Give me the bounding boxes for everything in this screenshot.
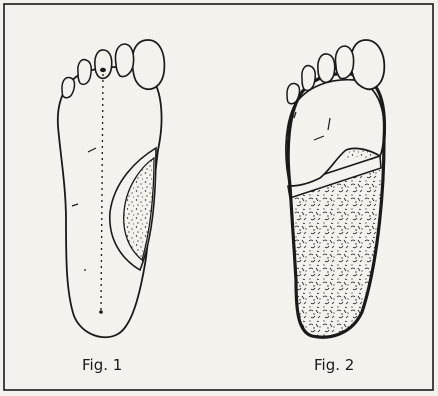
figure-2-third-toe — [318, 54, 335, 82]
figure-1-second-toe — [115, 44, 133, 77]
figure-1-foot: Fig. 1 — [58, 40, 165, 374]
figure-1-skin-line-2 — [72, 204, 78, 206]
figure-1-skin-line-1 — [88, 148, 96, 152]
figure-1-little-toe — [62, 77, 75, 97]
figure-1-axis-line — [101, 74, 103, 310]
figure-1-fourth-toe — [78, 60, 91, 85]
figure-2-fourth-toe — [302, 66, 315, 91]
figure-2-second-toe — [335, 46, 353, 79]
figure-1-big-toe — [132, 40, 164, 89]
figure-2-foot: Fig. 2 — [286, 40, 385, 374]
figure-2-big-toe — [351, 40, 385, 89]
figure-2-label: Fig. 2 — [314, 356, 354, 374]
figure-1-toe-mark — [100, 68, 106, 72]
figure-1-label: Fig. 1 — [82, 356, 122, 374]
figure-1-axis-end-dot — [99, 310, 103, 314]
